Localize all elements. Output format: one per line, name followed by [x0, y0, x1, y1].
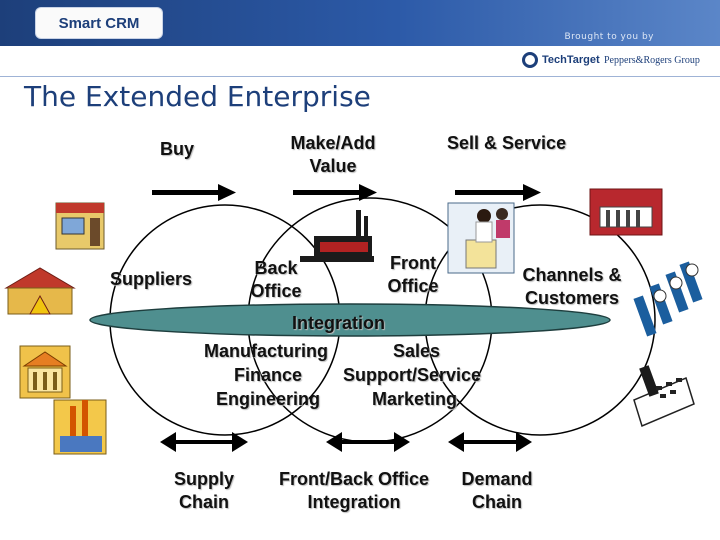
manufacturing-plant-icon	[300, 210, 374, 262]
supply-chain-line-2: Chain	[178, 492, 229, 512]
phase-sell-label: Sell & Service	[447, 133, 567, 153]
phase-buy-label: Buy	[160, 139, 195, 159]
front-office-label: Front Office	[384, 252, 442, 298]
page-title: The Extended Enterprise	[24, 80, 371, 113]
telephone-icon	[633, 365, 695, 428]
techtarget-label: TechTarget	[542, 54, 600, 66]
phase-make-label: Make/Add Value	[284, 132, 382, 178]
function-finance: Finance	[234, 365, 303, 385]
warehouse-icon	[4, 267, 76, 315]
back-office-line-1: Back	[254, 258, 298, 278]
phase-make-line-1: Make/Add	[290, 133, 376, 153]
bank-icon	[19, 345, 71, 399]
double-arrow-demand	[448, 432, 532, 452]
function-support-service: Support/Service	[343, 365, 482, 385]
suppliers-label: Suppliers	[110, 269, 193, 289]
office-integration-label: Front/Back Office Integration	[268, 468, 440, 514]
function-sales: Sales	[393, 341, 441, 361]
office-integration-line-2: Integration	[307, 492, 401, 512]
peppers-rogers-logo: Peppers&Rogers Group	[604, 55, 700, 66]
retail-building-icon	[589, 188, 663, 236]
function-manufacturing: Manufacturing	[204, 341, 328, 361]
function-engineering: Engineering	[216, 389, 321, 409]
customers-icon	[633, 261, 703, 337]
demand-chain-line-2: Chain	[471, 492, 522, 512]
front-office-line-2: Office	[387, 276, 439, 296]
header-bar: Smart CRM Brought to you by	[0, 0, 720, 46]
back-office-line-2: Office	[250, 281, 302, 301]
channels-line-1: Channels &	[522, 265, 622, 285]
integration-ellipse	[89, 303, 611, 337]
store-icon	[55, 202, 105, 250]
techtarget-logo: TechTarget	[522, 52, 600, 68]
channels-line-2: Customers	[524, 288, 620, 308]
sponsor-bar	[0, 46, 720, 77]
office-integration-line-1: Front/Back Office	[278, 469, 430, 489]
channels-customers-label: Channels & Customers	[514, 264, 630, 310]
function-marketing: Marketing	[372, 389, 458, 409]
double-arrow-office	[326, 432, 410, 452]
back-office-label: Back Office	[246, 257, 306, 303]
brought-to-you-by-text: Brought to you by	[564, 32, 654, 42]
phase-make-line-2: Value	[309, 156, 357, 176]
arrow-right-make	[293, 184, 377, 201]
arrow-right-sell	[455, 184, 541, 201]
integration-title: Integration	[292, 313, 385, 333]
supply-chain-label: Supply Chain	[162, 468, 246, 514]
office-workers-icon	[447, 202, 515, 274]
supply-chain-line-1: Supply	[173, 469, 234, 489]
factory-icon	[53, 399, 107, 455]
demand-chain-line-1: Demand	[461, 469, 533, 489]
front-office-line-1: Front	[390, 253, 436, 273]
smart-crm-logo: Smart CRM	[36, 8, 162, 38]
eye-icon	[522, 52, 538, 68]
demand-chain-label: Demand Chain	[452, 468, 542, 514]
double-arrow-supply	[160, 432, 248, 452]
arrow-right-buy	[152, 184, 236, 201]
